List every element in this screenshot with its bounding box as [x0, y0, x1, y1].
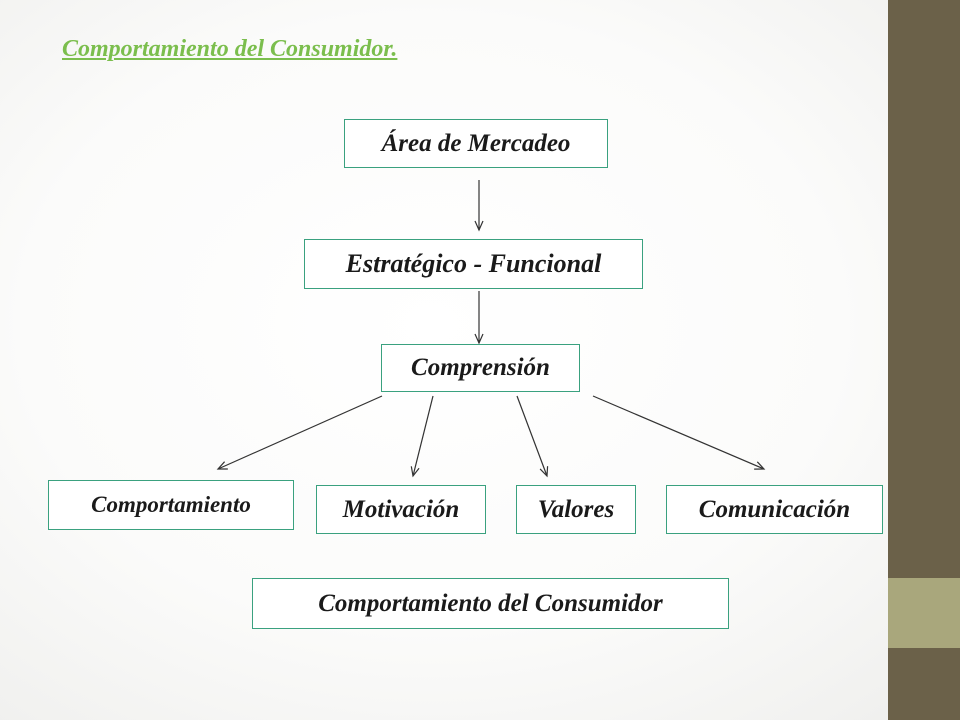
connector-arrows: [216, 180, 766, 478]
node-motivacion: Motivación: [316, 485, 486, 534]
node-estrategico-funcional: Estratégico - Funcional: [304, 239, 643, 289]
node-comportamiento-del-consumidor: Comportamiento del Consumidor: [252, 578, 729, 629]
node-comportamiento: Comportamiento: [48, 480, 294, 530]
sidebar-accent-block: [888, 578, 960, 648]
node-comunicacion: Comunicación: [666, 485, 883, 534]
arrow-comprension-to-comunicacion: [592, 395, 766, 470]
node-area-de-mercadeo: Área de Mercadeo: [344, 119, 608, 168]
arrow-comprension-to-comportamiento: [216, 395, 383, 470]
node-comprension: Comprensión: [381, 344, 580, 392]
slide-title: Comportamiento del Consumidor.: [62, 36, 398, 62]
arrow-comprension-to-valores: [516, 395, 549, 478]
node-valores: Valores: [516, 485, 636, 534]
arrow-comprension-to-motivacion: [410, 395, 434, 478]
